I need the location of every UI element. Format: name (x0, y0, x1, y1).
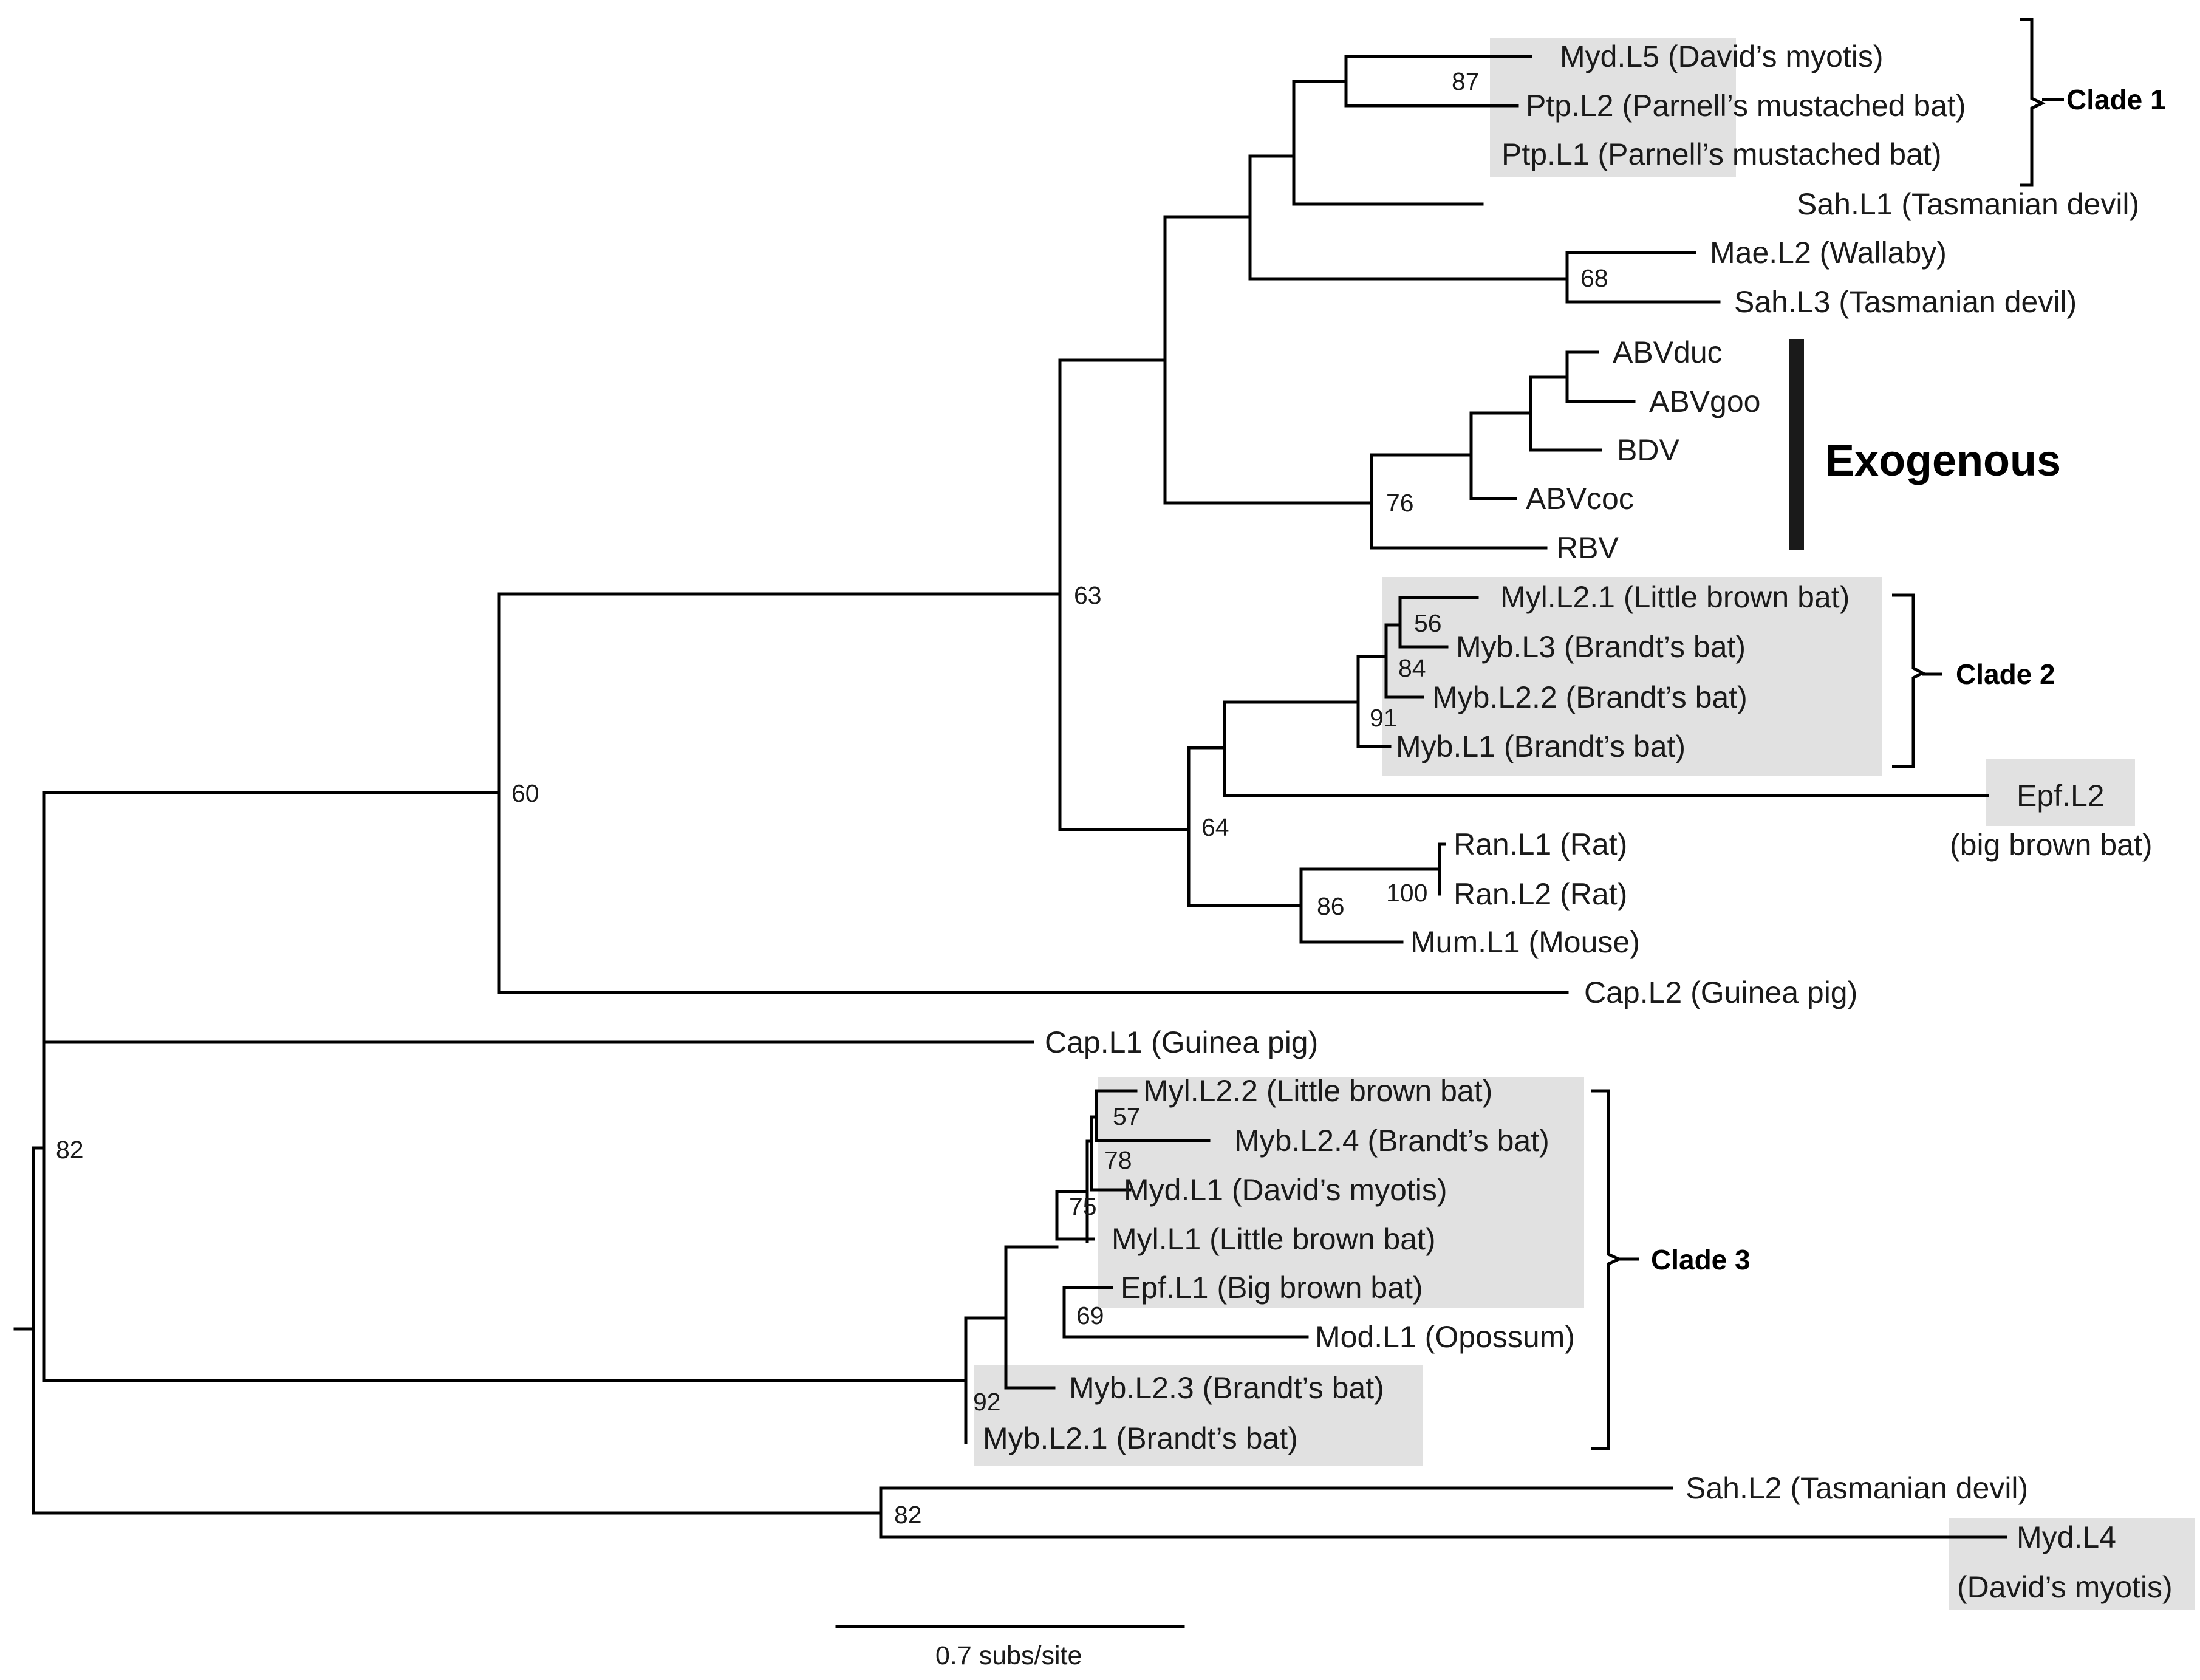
scale-bar: 0.7 subs/site (835, 1625, 1185, 1670)
leaf-label: Myb.L2.3 (Brandt’s bat) (1069, 1371, 1384, 1405)
leaf-label: (David’s myotis) (1957, 1570, 2173, 1604)
bootstrap-value: 82 (894, 1501, 922, 1529)
leaf-label: Mod.L1 (Opossum) (1315, 1320, 1575, 1354)
bootstrap-value: 91 (1370, 704, 1398, 732)
leaf-label: Epf.L2 (2017, 779, 2105, 813)
bootstrap-value: 64 (1201, 813, 1229, 841)
bootstrap-value: 84 (1398, 654, 1426, 682)
leaf-label: BDV (1617, 433, 1679, 467)
bootstrap-value: 82 (56, 1136, 84, 1164)
clade2-brace (1892, 593, 1926, 768)
bootstrap-value: 68 (1580, 264, 1608, 292)
highlight-clade2 (1382, 577, 1882, 776)
bootstrap-value: 87 (1452, 67, 1480, 95)
bootstrap-value: 57 (1113, 1102, 1141, 1130)
tree-branches (13, 55, 2007, 1539)
highlight-clade1 (1490, 38, 1736, 177)
clade1-brace (2020, 18, 2046, 187)
leaf-label: (big brown bat) (1950, 828, 2153, 862)
leaf-labels: Myd.L5 (David’s myotis) Ptp.L2 (Parnell’… (983, 39, 2173, 1604)
bootstrap-value: 76 (1386, 489, 1414, 517)
leaf-label: Myl.L2.1 (Little brown bat) (1500, 580, 1850, 614)
scale-bar-label: 0.7 subs/site (935, 1641, 1082, 1670)
leaf-label: Cap.L2 (Guinea pig) (1584, 975, 1857, 1009)
clade3-brace (1591, 1089, 1622, 1450)
bootstrap-value: 69 (1076, 1302, 1104, 1330)
leaf-label: Cap.L1 (Guinea pig) (1045, 1025, 1318, 1059)
leaf-label: Myb.L2.1 (Brandt’s bat) (983, 1421, 1298, 1455)
leaf-label: Myb.L2.4 (Brandt’s bat) (1234, 1124, 1549, 1158)
highlight-clade3-lower (974, 1365, 1423, 1466)
leaf-label: Myb.L2.2 (Brandt’s bat) (1432, 680, 1747, 714)
bootstrap-value: 63 (1074, 581, 1102, 609)
leaf-label: Ptp.L2 (Parnell’s mustached bat) (1526, 89, 1966, 123)
leaf-label: Ran.L1 (Rat) (1454, 827, 1627, 861)
bootstrap-value: 56 (1414, 609, 1442, 637)
leaf-label: Mae.L2 (Wallaby) (1710, 236, 1947, 270)
leaf-label: ABVcoc (1526, 482, 1634, 516)
bootstrap-value: 78 (1104, 1146, 1132, 1174)
leaf-label: Myb.L1 (Brandt’s bat) (1396, 729, 1686, 763)
bootstrap-value: 75 (1069, 1192, 1097, 1220)
bootstrap-value: 92 (973, 1388, 1001, 1416)
clade1-label: Clade 1 (2066, 84, 2166, 115)
leaf-label: Sah.L1 (Tasmanian devil) (1797, 187, 2139, 221)
leaf-label: Myd.L4 (2017, 1520, 2116, 1554)
clade-annotations: Clade 1 Clade 2 Clade 3 Exogenous (1591, 18, 2166, 1450)
leaf-label: RBV (1556, 531, 1619, 565)
bootstrap-values: 87 68 76 63 56 84 91 64 100 86 60 82 57 … (56, 67, 1608, 1529)
leaf-label: Ptp.L1 (Parnell’s mustached bat) (1501, 137, 1941, 171)
bootstrap-value: 100 (1386, 879, 1427, 907)
leaf-label: Sah.L2 (Tasmanian devil) (1686, 1471, 2028, 1505)
leaf-label: Ran.L2 (Rat) (1454, 877, 1627, 911)
leaf-label: ABVduc (1613, 335, 1723, 369)
bootstrap-value: 60 (511, 779, 539, 807)
leaf-label: Sah.L3 (Tasmanian devil) (1734, 285, 2077, 319)
leaf-label: Myl.L1 (Little brown bat) (1112, 1222, 1436, 1256)
leaf-label: Myb.L3 (Brandt’s bat) (1456, 630, 1746, 664)
highlight-epf-l2 (1986, 759, 2135, 826)
highlight-myd-l4 (1949, 1518, 2195, 1610)
leaf-label: Epf.L1 (Big brown bat) (1121, 1271, 1423, 1305)
clade2-label: Clade 2 (1956, 658, 2055, 690)
leaf-label: Myd.L1 (David’s myotis) (1124, 1173, 1447, 1207)
leaf-label: Myd.L5 (David’s myotis) (1560, 39, 1884, 73)
leaf-label: ABVgoo (1649, 384, 1760, 418)
leaf-label: Myl.L2.2 (Little brown bat) (1143, 1074, 1492, 1108)
exogenous-bar (1789, 339, 1804, 550)
clade3-label: Clade 3 (1651, 1244, 1751, 1275)
leaf-label: Mum.L1 (Mouse) (1410, 925, 1640, 959)
exogenous-label: Exogenous (1825, 437, 2061, 485)
highlight-clade3-upper (1098, 1077, 1584, 1308)
bootstrap-value: 86 (1317, 892, 1345, 920)
